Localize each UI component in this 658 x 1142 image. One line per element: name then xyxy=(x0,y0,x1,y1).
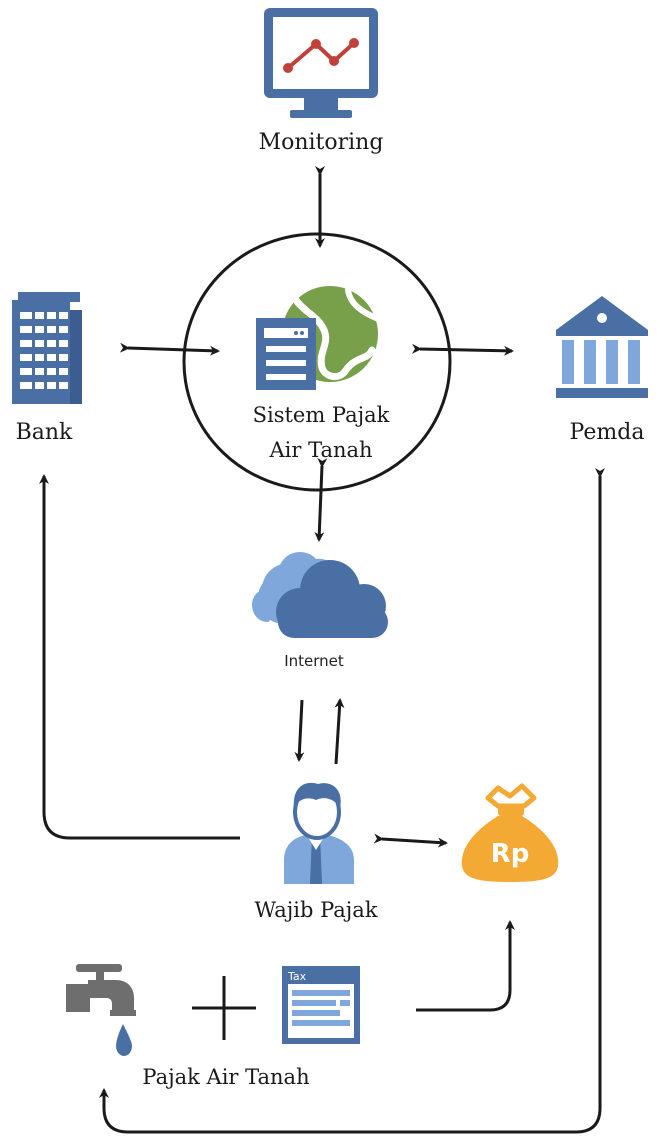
money-bag-icon: Rp xyxy=(461,783,559,882)
server-icon xyxy=(256,318,316,390)
tax-document-icon: Tax xyxy=(282,966,360,1044)
arrow-system-internet xyxy=(314,457,328,542)
cloud-icon xyxy=(251,552,388,638)
plus-sign xyxy=(192,976,256,1040)
bank-building-icon xyxy=(12,292,82,404)
arrow-taxpayer-to-bank xyxy=(39,474,240,840)
system-label-line2: Air Tanah xyxy=(268,438,372,462)
system-label-line1: Sistem Pajak xyxy=(253,403,390,427)
arrow-tax-to-money xyxy=(416,920,515,1012)
rupiah-symbol: Rp xyxy=(491,839,530,869)
bank-label: Bank xyxy=(16,420,73,445)
connectors xyxy=(39,166,605,1134)
arrow-taxpayer-money xyxy=(373,833,448,848)
pajak-air-tanah-label: Pajak Air Tanah xyxy=(142,1065,309,1089)
arrow-pemda-to-tap xyxy=(99,468,605,1134)
arrow-bank-system xyxy=(119,342,220,356)
water-tap-icon xyxy=(66,964,136,1056)
taxpayer-person-icon xyxy=(284,782,354,884)
government-building-icon xyxy=(556,296,648,398)
monitoring-label: Monitoring xyxy=(259,130,384,155)
arrow-internet-to-taxpayer xyxy=(294,699,305,762)
monitor-icon xyxy=(264,8,378,118)
internet-label: Internet xyxy=(284,652,344,670)
arrow-system-pemda xyxy=(411,343,514,356)
arrow-taxpayer-to-internet xyxy=(334,698,345,765)
tax-document-title: Tax xyxy=(287,970,307,983)
pemda-label: Pemda xyxy=(570,420,645,445)
wajib-pajak-label: Wajib Pajak xyxy=(254,898,377,922)
